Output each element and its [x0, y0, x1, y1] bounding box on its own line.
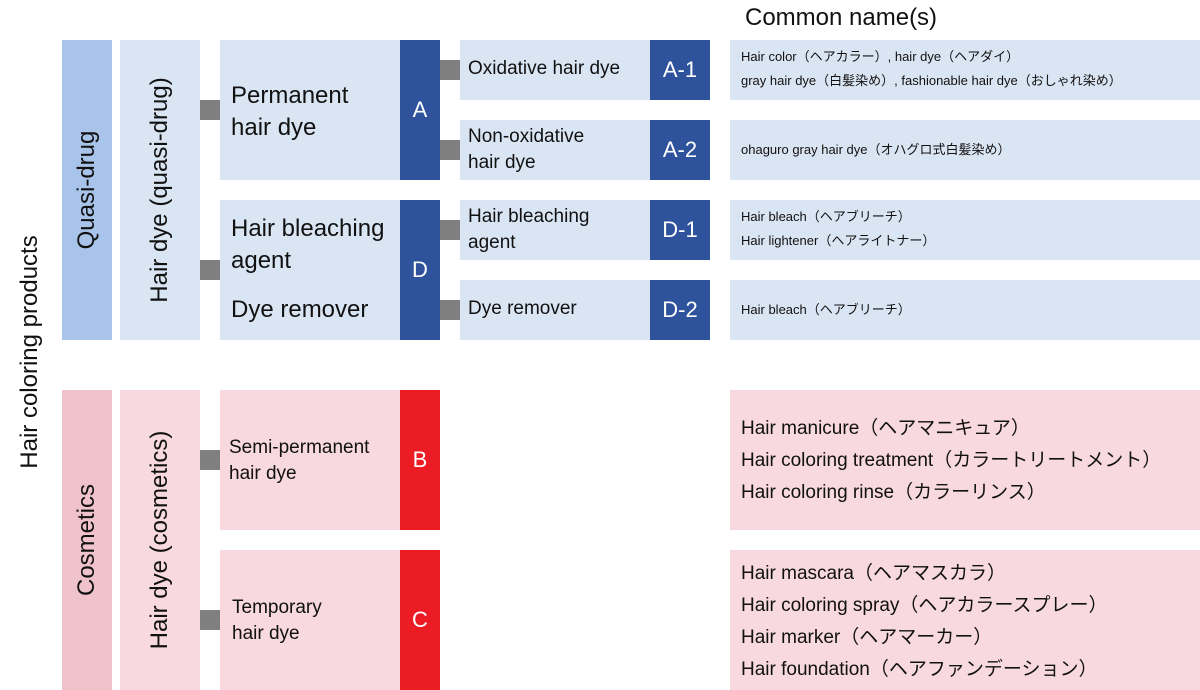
common-names-header: Common name(s) — [745, 4, 938, 31]
code-d: D — [400, 200, 440, 340]
non-oxidative-hair-dye-label: Non-oxidative hair dye — [468, 126, 585, 173]
code-c: C — [400, 550, 440, 690]
common-names-a-2-text: ohaguro gray hair dye（オハグロ式白髪染め） — [741, 142, 1011, 157]
temporary-hair-dye-label: Temporary hair dye — [232, 597, 322, 644]
connector — [200, 260, 220, 280]
dye-remover-item-label: Dye remover — [468, 298, 577, 319]
cosmetics-label: Cosmetics — [73, 483, 100, 597]
code-b: B — [400, 390, 440, 530]
dye-remover-label: Dye remover — [231, 296, 369, 323]
common-names-a-1 — [730, 40, 1200, 100]
hair-bleaching-agent-label: Hair bleaching agent — [468, 206, 590, 253]
quasi-drug-subcategory — [120, 40, 200, 340]
temporary-hair-dye-box — [220, 550, 400, 690]
cosmetics-subcategory — [120, 390, 200, 690]
root-label: Hair coloring products — [16, 235, 43, 469]
oxidative-hair-dye-box — [460, 40, 650, 100]
connector — [440, 220, 460, 240]
code-d-2: D-2 — [650, 280, 710, 340]
connector — [200, 450, 220, 470]
common-names-a-2 — [730, 120, 1200, 180]
code-a-2: A-2 — [650, 120, 710, 180]
bleaching-agent-box — [220, 200, 400, 340]
quasi-drug-category — [62, 40, 112, 340]
code-a-1: A-1 — [650, 40, 710, 100]
quasi-drug-subcategory-label: Hair dye (quasi-drug) — [146, 77, 173, 303]
cosmetics-subcategory-label: Hair dye (cosmetics) — [146, 430, 173, 650]
hair-bleaching-agent-box — [460, 200, 650, 260]
common-names-a-1-text: Hair color（ヘアカラー）, hair dye（ヘアダイ） gray h… — [741, 49, 1122, 88]
common-names-b — [730, 390, 1200, 530]
permanent-hair-dye-box — [220, 40, 400, 180]
semi-permanent-hair-dye-box — [220, 390, 400, 530]
connector — [200, 100, 220, 120]
permanent-hair-dye-label: Permanent hair dye — [231, 82, 349, 141]
dye-remover-box — [460, 280, 650, 340]
common-names-d-2-text: Hair bleach（ヘアブリーチ） — [741, 302, 911, 317]
common-names-c-text: Hair mascara（ヘアマスカラ） Hair coloring spray… — [741, 563, 1108, 680]
semi-permanent-hair-dye-label: Semi-permanent hair dye — [229, 437, 370, 484]
common-names-c — [730, 550, 1200, 690]
quasi-drug-label: Quasi-drug — [73, 130, 100, 250]
common-names-d-2 — [730, 280, 1200, 340]
connector — [200, 610, 220, 630]
connector — [440, 140, 460, 160]
connector — [440, 60, 460, 80]
cosmetics-category — [62, 390, 112, 690]
common-names-d-1 — [730, 200, 1200, 260]
common-names-b-text: Hair manicure（ヘアマニキュア） Hair coloring tre… — [741, 418, 1162, 503]
code-d-1: D-1 — [650, 200, 710, 260]
bleaching-agent-label: Hair bleaching agent — [231, 215, 385, 274]
code-a: A — [400, 40, 440, 180]
non-oxidative-hair-dye-box — [460, 120, 650, 180]
common-names-d-1-text: Hair bleach（ヘアブリーチ） Hair lightener（ヘアライト… — [741, 209, 936, 248]
oxidative-hair-dye-label: Oxidative hair dye — [468, 58, 621, 79]
connector — [440, 300, 460, 320]
